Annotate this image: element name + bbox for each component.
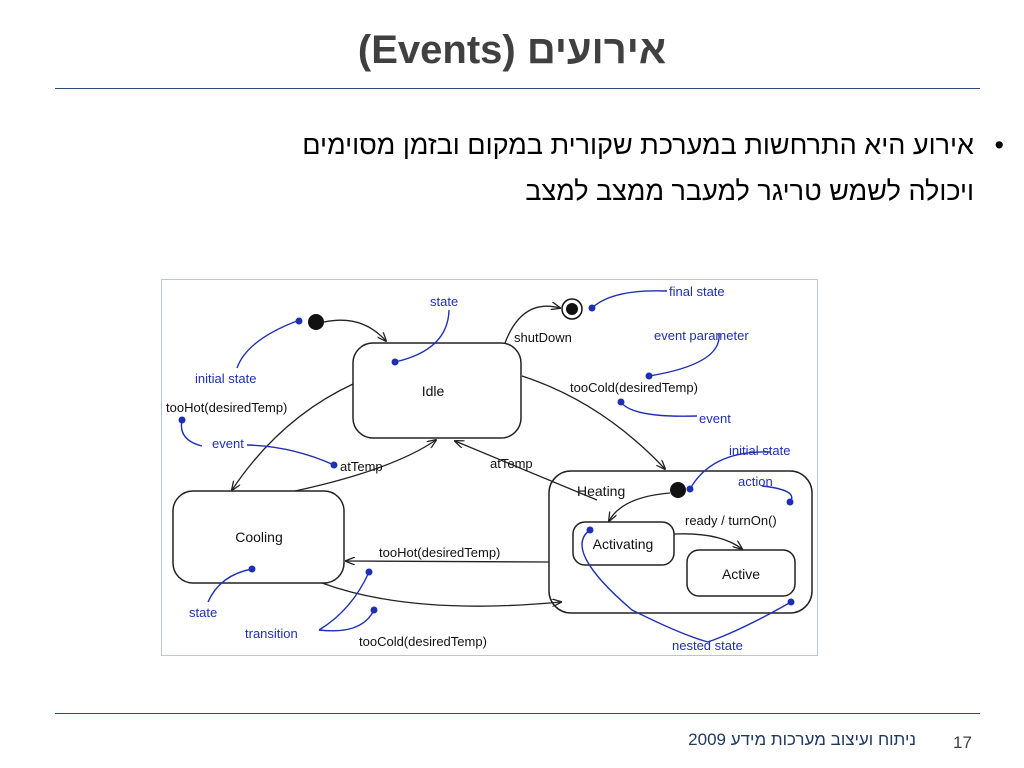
label-at-temp-left: atTemp: [340, 459, 383, 474]
dot-initial-state-right: [686, 485, 694, 493]
leader-initial-state-right: [689, 451, 771, 490]
label-at-temp-right: atTemp: [490, 456, 533, 471]
transition-idle-to-cooling: [232, 383, 354, 490]
leader-state-bottom: [207, 568, 253, 603]
annotation-state-bottom: state: [189, 605, 217, 620]
leader-event-parameter: [648, 333, 720, 377]
label-too-cold-bottom: tooCold(desiredTemp): [359, 634, 487, 649]
dot-transition-2: [370, 606, 378, 614]
state-activating-label: Activating: [593, 536, 654, 552]
state-cooling-box: [172, 490, 345, 584]
leader-final-state: [591, 290, 668, 309]
label-ready-turnon: ready / turnOn(): [685, 513, 777, 528]
annotation-state-top: state: [430, 294, 458, 309]
initial-pseudostate-heating: [670, 482, 686, 498]
dot-event-parameter: [645, 372, 653, 380]
annotation-transition: transition: [245, 626, 298, 641]
label-too-hot-left: tooHot(desiredTemp): [166, 400, 287, 415]
state-activating-box: [572, 521, 675, 566]
dot-action: [786, 498, 794, 506]
leader-transition-1: [318, 571, 370, 631]
dot-final-state: [588, 304, 596, 312]
dot-initial-state-left: [295, 317, 303, 325]
bullet-paragraph: • אירוע היא התרחשות במערכת שקורית במקום …: [74, 122, 1004, 214]
transition-shutdown: [504, 306, 560, 344]
final-state-inner: [566, 303, 578, 315]
footer-course-title: ניתוח ועיצוב מערכות מידע 2009: [688, 730, 916, 749]
state-heating-label: Heating: [577, 483, 625, 499]
transition-initial-to-activating: [609, 492, 671, 521]
dot-too-hot-left: [178, 416, 186, 424]
bullet-line-1: אירוע היא התרחשות במערכת שקורית במקום וב…: [302, 130, 974, 160]
state-idle-label: Idle: [422, 383, 445, 399]
label-too-cold-top: tooCold(desiredTemp): [570, 380, 698, 395]
annotation-nested-state: nested state: [672, 638, 743, 653]
transition-activating-to-active: [673, 533, 742, 549]
dot-nested-activating: [586, 526, 594, 534]
state-cooling-label: Cooling: [235, 529, 282, 545]
slide-title: אירועים (Events): [357, 28, 667, 72]
leader-nested-state: [581, 529, 792, 643]
transition-cooling-to-idle: [294, 440, 436, 492]
leader-state-top: [394, 309, 450, 363]
state-active-label: Active: [722, 566, 760, 582]
dot-transition-1: [365, 568, 373, 576]
transition-heating-to-idle: [455, 441, 598, 501]
transition-idle-to-heating: [521, 375, 665, 469]
leader-event-left: [246, 444, 335, 466]
transition-heating-to-cooling: [346, 561, 550, 562]
annotation-final-state: final state: [669, 284, 725, 299]
state-diagram: Idle Cooling Heating Activating Active s…: [161, 279, 818, 656]
leader-transition-2: [318, 609, 375, 632]
bullet-marker: •: [994, 130, 1004, 160]
annotation-event-left: event: [212, 436, 244, 451]
label-too-hot-mid: tooHot(desiredTemp): [379, 545, 500, 560]
leader-initial-state-left: [236, 320, 298, 369]
dot-event-right: [617, 398, 625, 406]
page-number: 17: [953, 733, 972, 752]
transition-initial-to-idle: [323, 319, 386, 341]
title-divider: [55, 88, 980, 89]
annotation-event-right: event: [699, 411, 731, 426]
leader-event-right: [620, 401, 698, 417]
dot-nested-active: [787, 598, 795, 606]
annotation-initial-state-left: initial state: [195, 371, 256, 386]
bullet-line-2: ויכולה לשמש טריגר למעבר ממצב למצב: [525, 176, 974, 206]
annotation-action: action: [738, 474, 773, 489]
dot-event-left: [330, 461, 338, 469]
annotation-event-parameter: event parameter: [654, 328, 749, 343]
state-idle-box: [352, 342, 522, 439]
dot-state-top: [391, 358, 399, 366]
dot-state-bottom: [248, 565, 256, 573]
leader-too-hot-left: [180, 419, 203, 447]
transition-cooling-to-heating: [321, 582, 561, 606]
initial-pseudostate-top: [308, 314, 324, 330]
footer-divider: [55, 713, 980, 714]
annotation-initial-state-right: initial state: [729, 443, 790, 458]
label-shutdown: shutDown: [514, 330, 572, 345]
